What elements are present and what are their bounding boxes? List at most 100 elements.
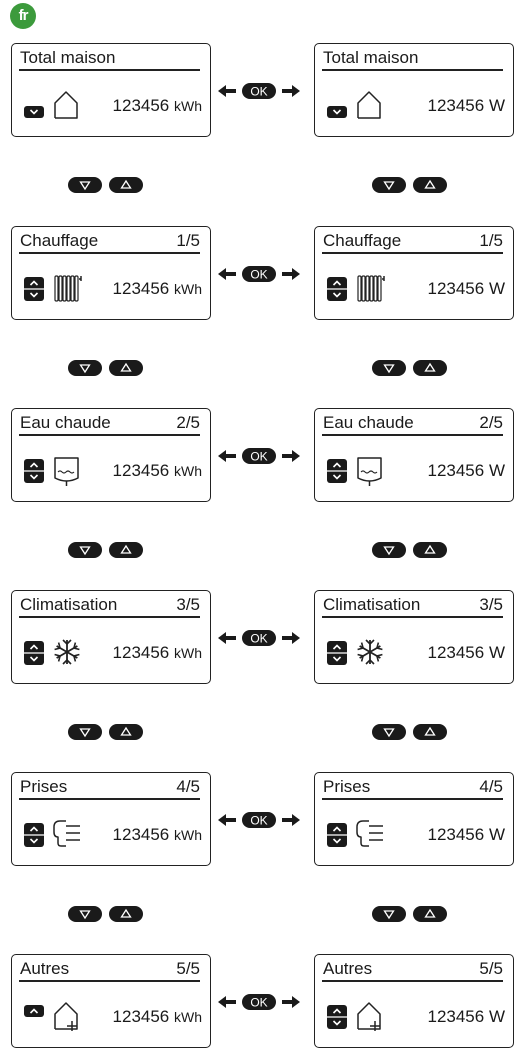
reading-number: 123456 — [427, 96, 485, 115]
up-key — [109, 724, 143, 740]
up-triangle-icon — [424, 544, 436, 554]
screen-title: Chauffage — [20, 231, 99, 250]
house-plus-icon — [357, 1002, 381, 1031]
screen-title: Prises — [323, 777, 371, 796]
arrow-key-indicator — [24, 94, 44, 123]
ok-key — [242, 448, 276, 464]
up-key — [109, 360, 143, 376]
title-underline — [322, 980, 503, 982]
right-arrow-icon — [282, 814, 300, 826]
up-triangle-icon — [120, 362, 132, 372]
radiator-icon — [357, 275, 385, 302]
down-triangle-icon — [383, 364, 395, 374]
reading-value: 123456 W — [427, 96, 505, 116]
reading-value: 123456 W — [427, 825, 505, 845]
ok-key — [242, 266, 276, 282]
reading-number: 123456 — [427, 279, 485, 298]
down-triangle-icon — [383, 546, 395, 556]
down-up-keys — [67, 721, 147, 743]
reading-number: 123456 — [112, 96, 170, 115]
right-arrow-icon — [282, 85, 300, 97]
category-icon — [355, 453, 385, 492]
up-down-keys-icon — [327, 1005, 347, 1029]
left-arrow-icon — [218, 450, 236, 462]
screen-title: Autres — [323, 959, 373, 978]
up-down-keys-icon — [24, 277, 44, 301]
up-triangle-icon — [424, 179, 436, 189]
page-indicator: 5/5 — [176, 959, 200, 978]
up-down-keys-icon — [24, 641, 44, 665]
reading-unit: W — [488, 643, 505, 662]
reading-value: 123456 kWh — [113, 1007, 202, 1027]
screen-title: Eau chaude — [20, 413, 111, 432]
ok-key — [242, 83, 276, 99]
down-key — [372, 724, 406, 740]
screen-title: Climatisation — [323, 595, 421, 614]
up-down-keys-icon — [327, 823, 347, 847]
screen-title: Climatisation — [20, 595, 118, 614]
reading-unit: W — [488, 96, 505, 115]
up-triangle-icon — [120, 908, 132, 918]
down-triangle-icon — [79, 181, 91, 191]
screen-title: Total maison — [20, 48, 116, 67]
arrow-key-indicator — [24, 1005, 44, 1034]
screen-title: Total maison — [323, 48, 419, 67]
up-down-keys-icon — [327, 277, 347, 301]
reading-value: 123456 kWh — [113, 96, 202, 116]
ok-toggle-indicator: OK — [214, 444, 304, 468]
arrow-key-indicator — [24, 823, 44, 852]
up-key — [413, 906, 447, 922]
arrow-key-indicator — [327, 94, 347, 123]
category-icon — [52, 453, 82, 492]
up-down-keys-icon — [24, 459, 44, 483]
down-key — [372, 906, 406, 922]
arrow-key-indicator — [327, 823, 347, 852]
reading-value: 123456 kWh — [113, 825, 202, 845]
up-key — [413, 724, 447, 740]
down-triangle-icon — [79, 546, 91, 556]
reading-unit: kWh — [174, 281, 202, 297]
reading-unit: kWh — [174, 827, 202, 843]
ok-label: OK — [250, 996, 267, 1010]
up-triangle-icon — [424, 908, 436, 918]
ok-toggle-indicator: OK — [214, 626, 304, 650]
snowflake-icon — [357, 639, 383, 665]
title-underline — [19, 616, 200, 618]
down-key — [68, 906, 102, 922]
down-key — [372, 177, 406, 193]
screen-title: Prises — [20, 777, 68, 796]
down-key — [372, 542, 406, 558]
screen-title: Autres — [20, 959, 70, 978]
house-icon — [54, 91, 78, 119]
title-underline — [19, 434, 200, 436]
category-icon — [52, 817, 82, 856]
reading-value: 123456 W — [427, 1007, 505, 1027]
left-arrow-icon — [218, 85, 236, 97]
up-key — [413, 177, 447, 193]
down-triangle-icon — [383, 181, 395, 191]
down-key — [68, 542, 102, 558]
ok-toggle-indicator: OK — [214, 262, 304, 286]
down-up-keys — [371, 174, 451, 196]
reading-unit: kWh — [174, 98, 202, 114]
up-down-keys-icon — [24, 823, 44, 847]
page-indicator: 4/5 — [176, 777, 200, 796]
arrow-key-indicator — [327, 277, 347, 306]
reading-number: 123456 — [112, 825, 170, 844]
reading-number: 123456 — [427, 1007, 485, 1026]
down-up-keys — [371, 721, 451, 743]
plug-icon — [53, 820, 80, 847]
page-indicator: 2/5 — [176, 413, 200, 432]
down-triangle-icon — [79, 728, 91, 738]
reading-unit: W — [488, 279, 505, 298]
title-underline — [19, 980, 200, 982]
ok-toggle-indicator: OK — [214, 990, 304, 1014]
category-icon — [52, 999, 82, 1038]
reading-value: 123456 kWh — [113, 279, 202, 299]
display-screen-energy: Autres 5/5 123456 kWh — [11, 954, 211, 1048]
plug-icon — [356, 820, 383, 847]
